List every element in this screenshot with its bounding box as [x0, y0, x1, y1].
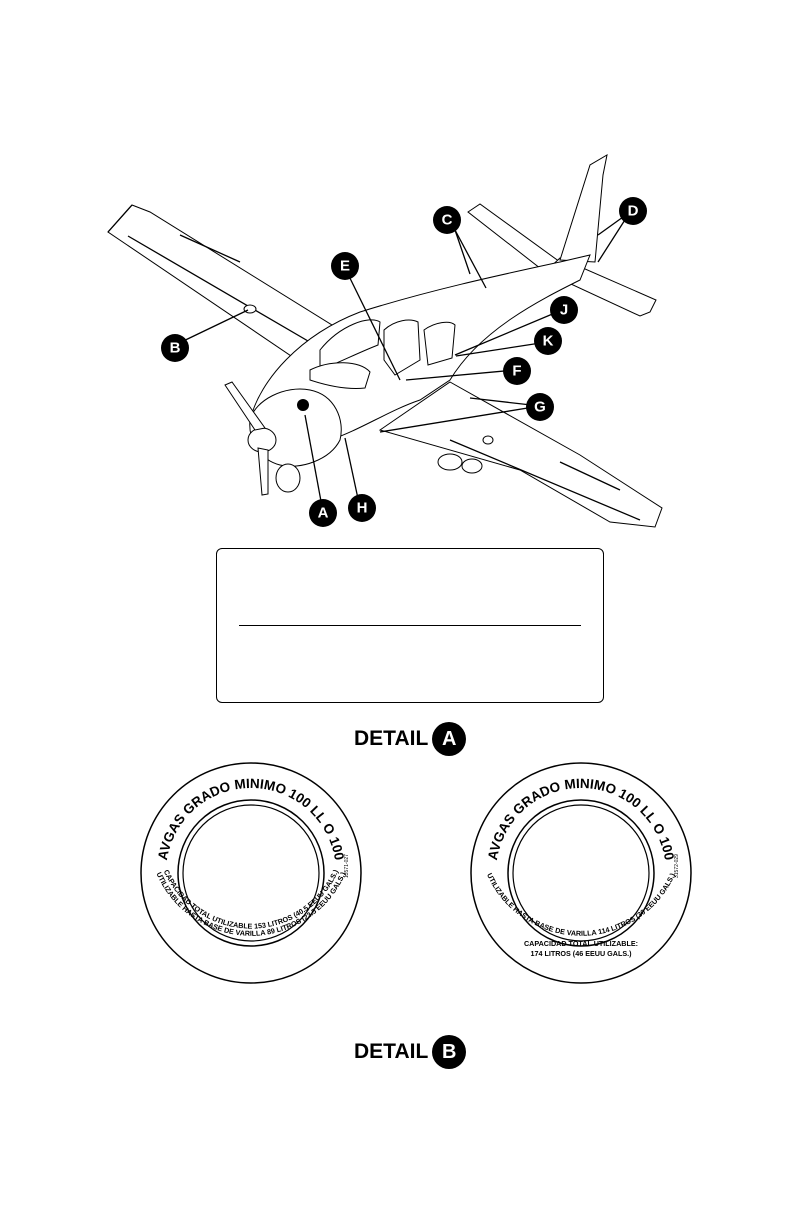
detail-b-badge: B — [432, 1035, 467, 1069]
callout-g: G — [526, 393, 554, 421]
svg-text:K: K — [543, 333, 554, 350]
svg-text:E: E — [340, 258, 350, 275]
svg-text:F: F — [512, 363, 521, 380]
svg-text:D: D — [628, 203, 639, 220]
callout-h: H — [348, 494, 376, 522]
callout-d: D — [619, 197, 647, 225]
svg-text:B: B — [170, 340, 181, 357]
svg-text:G: G — [534, 399, 546, 416]
placard-divider — [239, 625, 581, 626]
placard-right-part-number: 31572-029 — [674, 854, 680, 878]
placard-left-part-number: 13571-027 — [344, 854, 350, 878]
fuel-placard-right: AVGAS GRADO MINIMO 100 LL O 100 CAPACIDA… — [470, 762, 692, 984]
placard-right-line-1b: 174 LITROS (46 EEUU GALS.) — [530, 949, 632, 958]
callout-j: J — [550, 296, 578, 324]
right-wing — [378, 381, 663, 528]
callout-c: C — [433, 206, 461, 234]
detail-a-text: DETAIL — [354, 727, 429, 750]
left-wing — [107, 204, 341, 363]
detail-a-placard — [216, 548, 604, 703]
airplane-illustration: A B C D E F G H J K — [107, 154, 663, 528]
fuel-placard-left: AVGAS GRADO MINIMO 100 LL O 100 CAPACIDA… — [140, 762, 362, 984]
callout-a: A — [309, 499, 337, 527]
detail-a-label: DETAIL A — [354, 722, 467, 756]
svg-text:C: C — [442, 212, 453, 229]
callout-e: E — [331, 252, 359, 280]
callout-k: K — [534, 327, 562, 355]
callout-b: B — [161, 334, 189, 362]
detail-a-badge: A — [432, 722, 467, 756]
svg-text:H: H — [357, 500, 368, 517]
horizontal-stabilizer — [467, 203, 561, 273]
svg-text:A: A — [318, 505, 329, 522]
callout-f: F — [503, 357, 531, 385]
vertical-stabilizer — [559, 154, 608, 263]
placard-right-line-1: CAPACIDAD TOTAL UTILIZABLE: — [524, 939, 638, 948]
svg-text:J: J — [560, 302, 568, 319]
detail-b-text: DETAIL — [354, 1040, 429, 1063]
detail-b-label: DETAIL B — [354, 1035, 467, 1069]
